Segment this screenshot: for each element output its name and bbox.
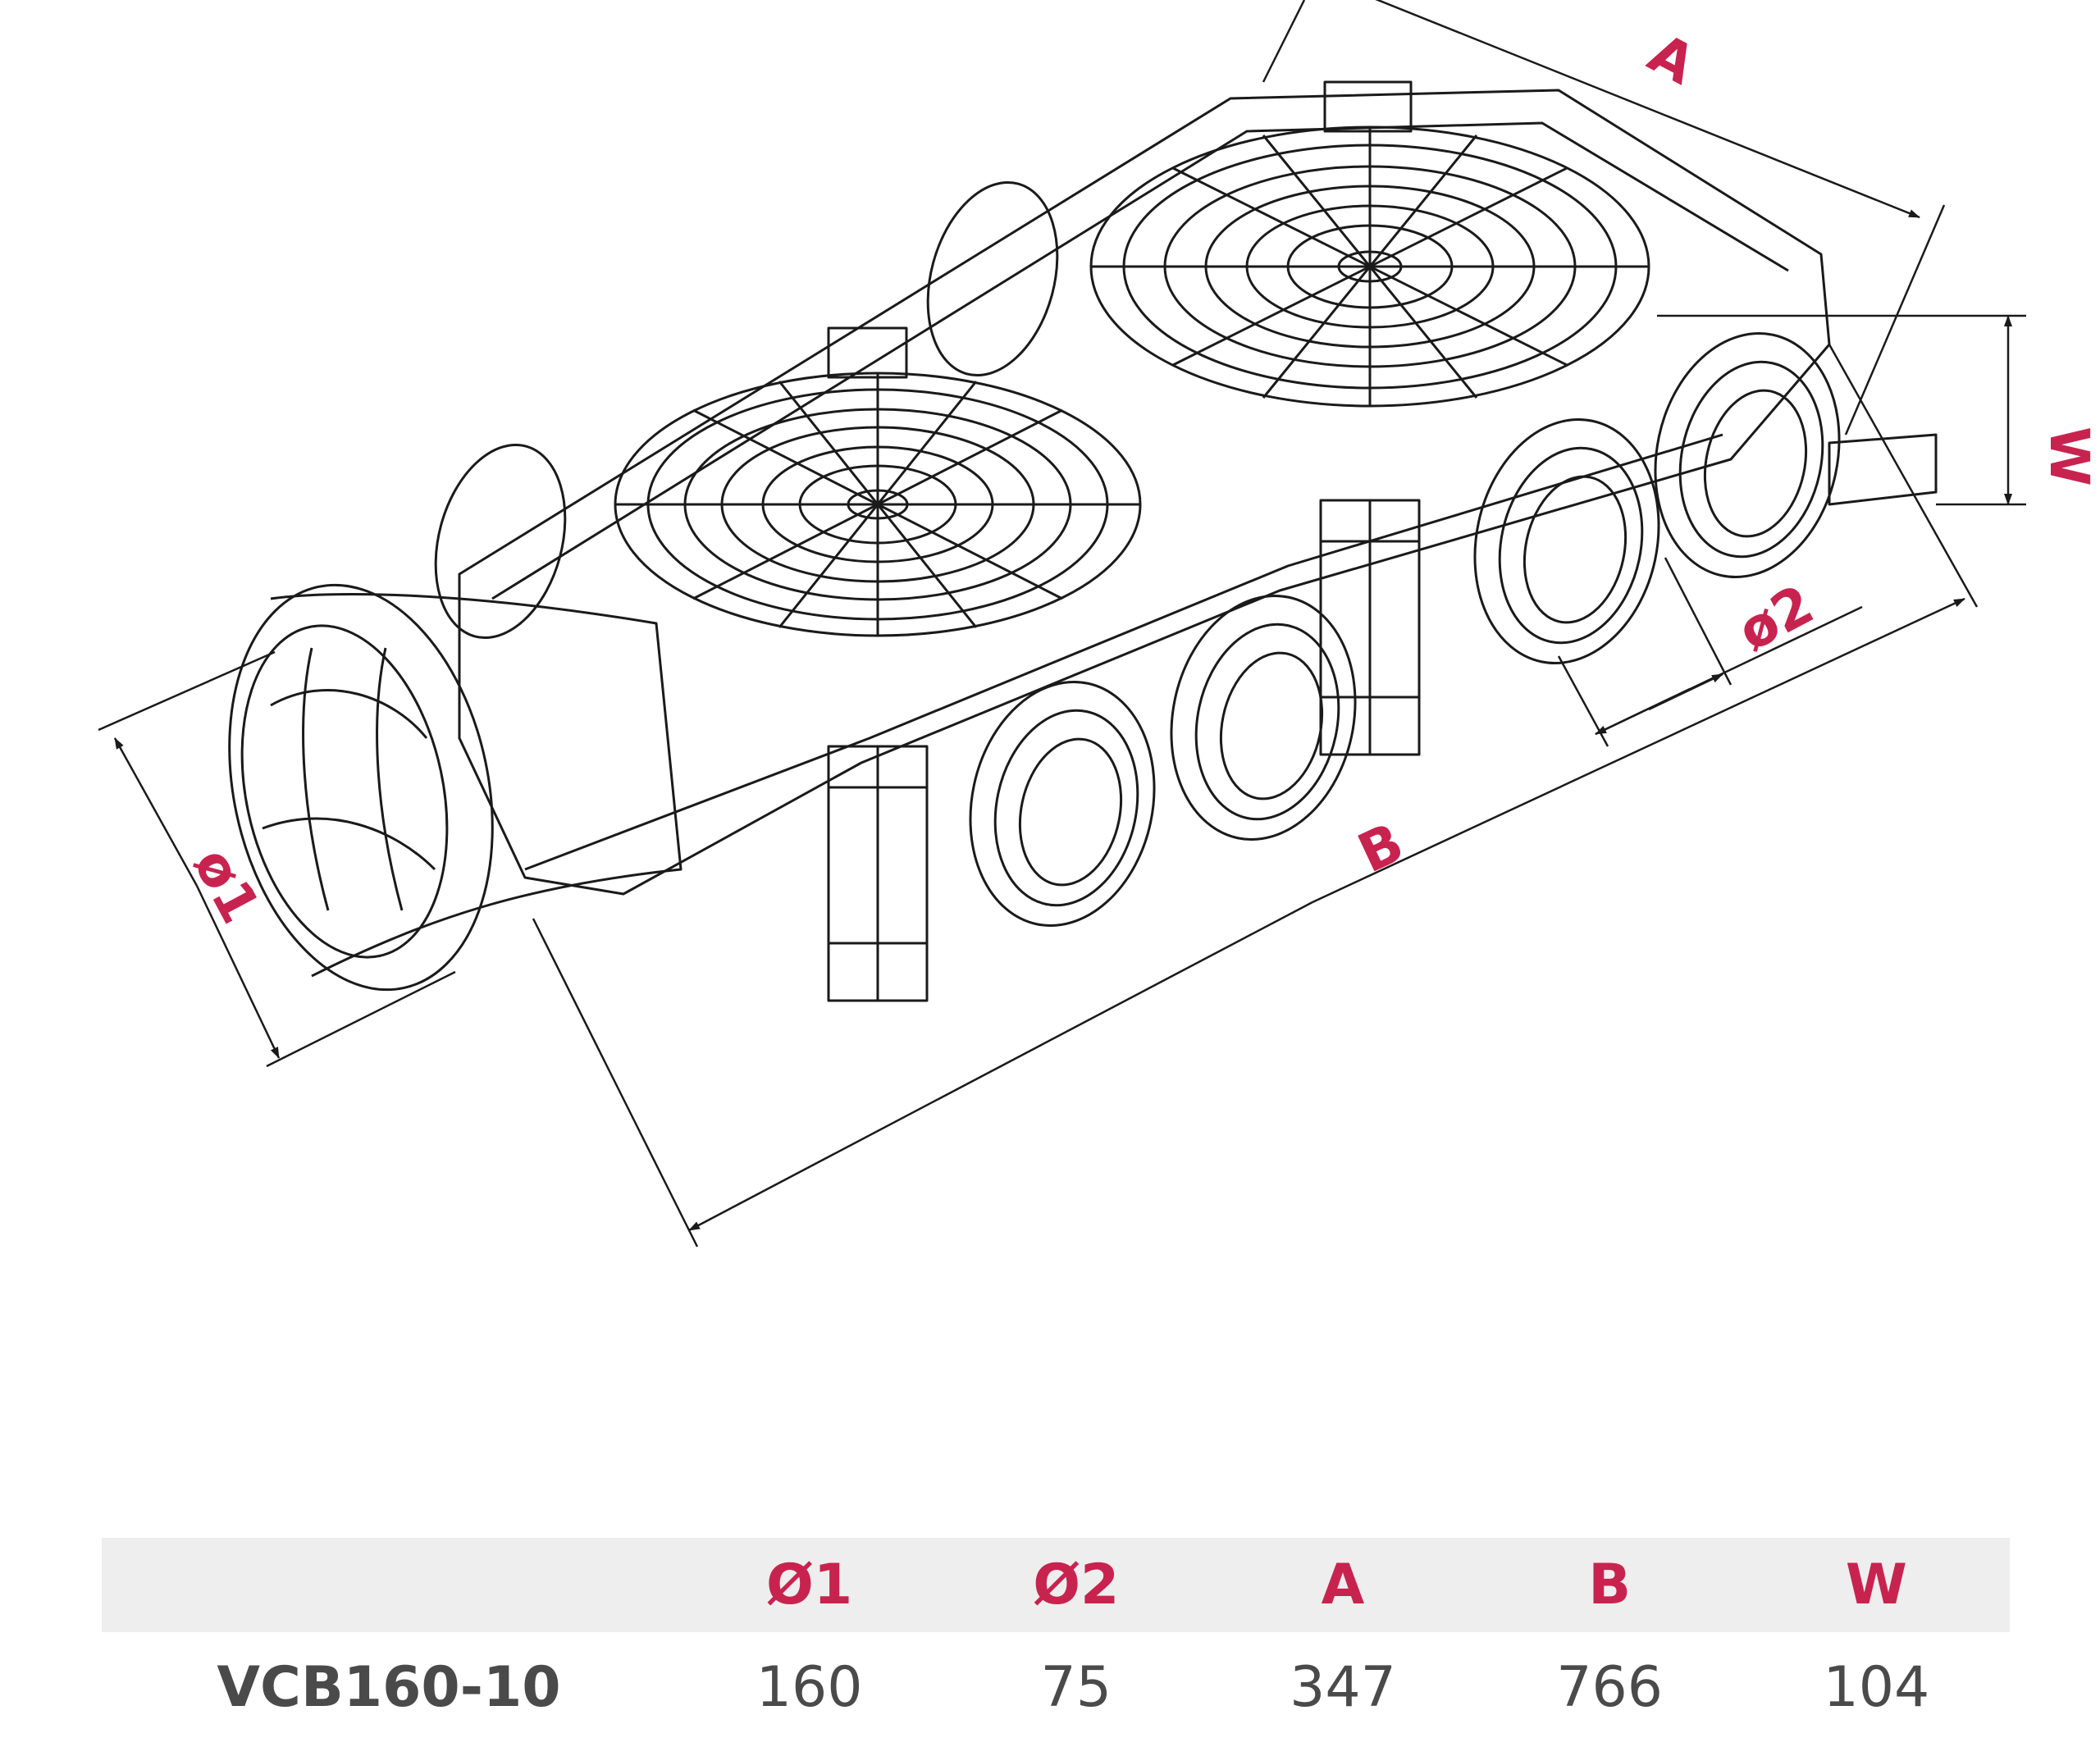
dimension-line-d1: [98, 650, 456, 1068]
label-w: W: [2038, 426, 2100, 486]
cell-b: 766: [1556, 1655, 1664, 1720]
header-d2: Ø2: [943, 1538, 1210, 1632]
cell-w: 104: [1823, 1655, 1930, 1720]
header-w: W: [1742, 1538, 2010, 1632]
header-b: B: [1476, 1538, 1743, 1632]
label-b: B: [1349, 810, 1413, 885]
dimension-line-a: [1262, 0, 1946, 436]
cell-d1: 160: [756, 1655, 863, 1720]
label-a: A: [1638, 21, 1705, 97]
label-d2: ø2: [1728, 572, 1824, 664]
table-row: VCB160-10 160 75 347 766 104: [102, 1632, 2010, 1743]
outlet-spigot-2: [1170, 595, 1357, 841]
outlet-spigot-4: [1654, 332, 1841, 578]
mounting-bracket-top-rear: [1323, 80, 1413, 133]
plenum-box-technical-drawing: A W ø2 B ø1: [98, 0, 2100, 1247]
specification-table: Ø1 Ø2 A B W VCB160-10 160 75 347 766 104: [102, 1538, 2010, 1743]
cell-model: VCB160-10: [217, 1655, 561, 1720]
plenum-body-edge-lower: [524, 433, 1723, 871]
cell-a: 347: [1290, 1655, 1396, 1720]
header-d1: Ø1: [676, 1538, 943, 1632]
outlet-spigot-3: [1473, 418, 1660, 664]
dimension-line-w: [1657, 314, 2026, 506]
mounting-bracket-middle: [1319, 499, 1421, 756]
rear-grille: [1089, 125, 1650, 408]
table-header-row: Ø1 Ø2 A B W: [102, 1538, 2010, 1632]
main-inlet-spigot: [228, 583, 682, 992]
header-model: [102, 1538, 676, 1632]
plenum-body-edge: [491, 121, 1789, 600]
mounting-bracket-top-left: [827, 326, 908, 379]
outlet-spigot-1: [969, 681, 1156, 927]
header-a: A: [1209, 1538, 1477, 1632]
side-spigot-rear: [926, 180, 1059, 377]
mounting-bracket-front: [827, 745, 929, 1002]
front-grille: [614, 372, 1142, 637]
label-d1: ø1: [181, 837, 272, 933]
side-spigot-left: [434, 443, 567, 640]
mounting-bracket-right: [1828, 433, 1938, 506]
cell-d2: 75: [1040, 1655, 1112, 1720]
dimension-line-d2: [1557, 557, 1863, 747]
dimension-line-b: [532, 344, 1979, 1247]
